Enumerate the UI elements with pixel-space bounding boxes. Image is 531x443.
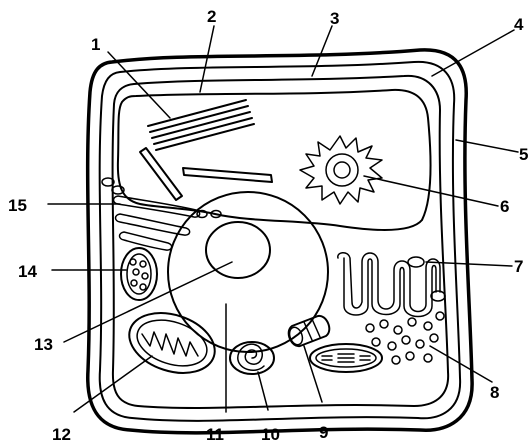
label-12: 12 bbox=[52, 425, 71, 443]
label-2: 2 bbox=[207, 7, 216, 26]
mitochondrion bbox=[122, 303, 223, 383]
spiral-body bbox=[230, 342, 274, 374]
label-10: 10 bbox=[261, 425, 280, 443]
vesicles bbox=[366, 312, 444, 364]
label-1: 1 bbox=[91, 35, 100, 54]
label-8: 8 bbox=[490, 383, 499, 402]
central-vacuole bbox=[118, 90, 431, 230]
centriole bbox=[287, 316, 329, 347]
label-4: 4 bbox=[514, 15, 524, 34]
druse-crystal bbox=[300, 136, 382, 204]
chloroplast-large bbox=[310, 344, 382, 372]
label-6: 6 bbox=[500, 197, 509, 216]
stacked-lines bbox=[148, 100, 254, 150]
label-7: 7 bbox=[514, 257, 523, 276]
smooth-er bbox=[102, 178, 221, 250]
cell-wall bbox=[88, 50, 472, 433]
label-15: 15 bbox=[8, 196, 27, 215]
label-13: 13 bbox=[34, 335, 53, 354]
label-9: 9 bbox=[319, 423, 328, 442]
label-14: 14 bbox=[18, 262, 37, 281]
chloroplast-small bbox=[121, 248, 157, 300]
label-3: 3 bbox=[330, 9, 339, 28]
label-5: 5 bbox=[519, 145, 528, 164]
label-11: 11 bbox=[206, 425, 224, 443]
